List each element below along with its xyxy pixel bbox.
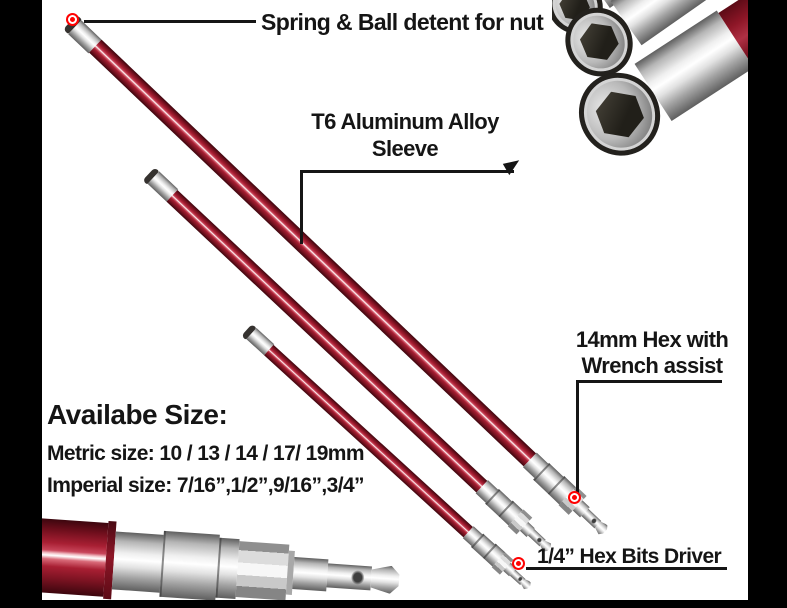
label-quarter-hex: 1/4” Hex Bits Driver [537,545,722,568]
label-hex14-line2: Wrench assist [581,353,724,378]
label-spring-ball: Spring & Ball detent for nut [261,9,544,35]
label-sleeve-line1: T6 Aluminum Alloy [311,109,499,134]
bit-tip [370,564,400,594]
leader-hex14-horizontal [576,380,722,383]
leader-spring-ball [84,20,256,23]
collar-step-1 [111,531,164,593]
marker-dot-spring-ball [68,15,77,24]
rod-medium [141,165,557,558]
label-hex14-line1: 14mm Hex with [575,327,729,352]
leader-hex14-vertical [576,380,579,496]
label-imperial-sizes: Imperial size: 7/16”,1/2”,9/16”,3/4” [47,474,365,497]
hex-nut [235,541,290,600]
frame-right-bar [748,0,787,608]
leader-sleeve-vertical [300,170,303,244]
hex-socket-hole [574,17,624,68]
label-hex14: 14mm Hex with Wrench assist [556,327,748,379]
label-sleeve: T6 Aluminum Alloy Sleeve [296,108,514,162]
red-tube [42,518,109,597]
label-metric-sizes: Metric size: 10 / 13 / 14 / 17/ 19mm [47,442,365,465]
underline-quarter-hex [526,567,727,570]
marker-dot-bit-driver [514,559,523,568]
label-sleeve-line2: Sleeve [371,136,439,161]
driver-assembly [42,516,402,600]
marker-dot-hex-nut [570,493,579,502]
label-available-size-title: Availabe Size: [47,399,228,430]
frame-left-bar [0,0,42,608]
photo-socket-ends [552,0,748,166]
bit-shaft [326,563,373,591]
collar-step-2 [159,530,220,600]
frame-bottom-bar [0,600,787,608]
photo-driver-closeup [42,503,434,600]
bit-holder [292,557,329,592]
leader-sleeve-horizontal [300,170,514,173]
hex-socket-hole [589,83,650,145]
